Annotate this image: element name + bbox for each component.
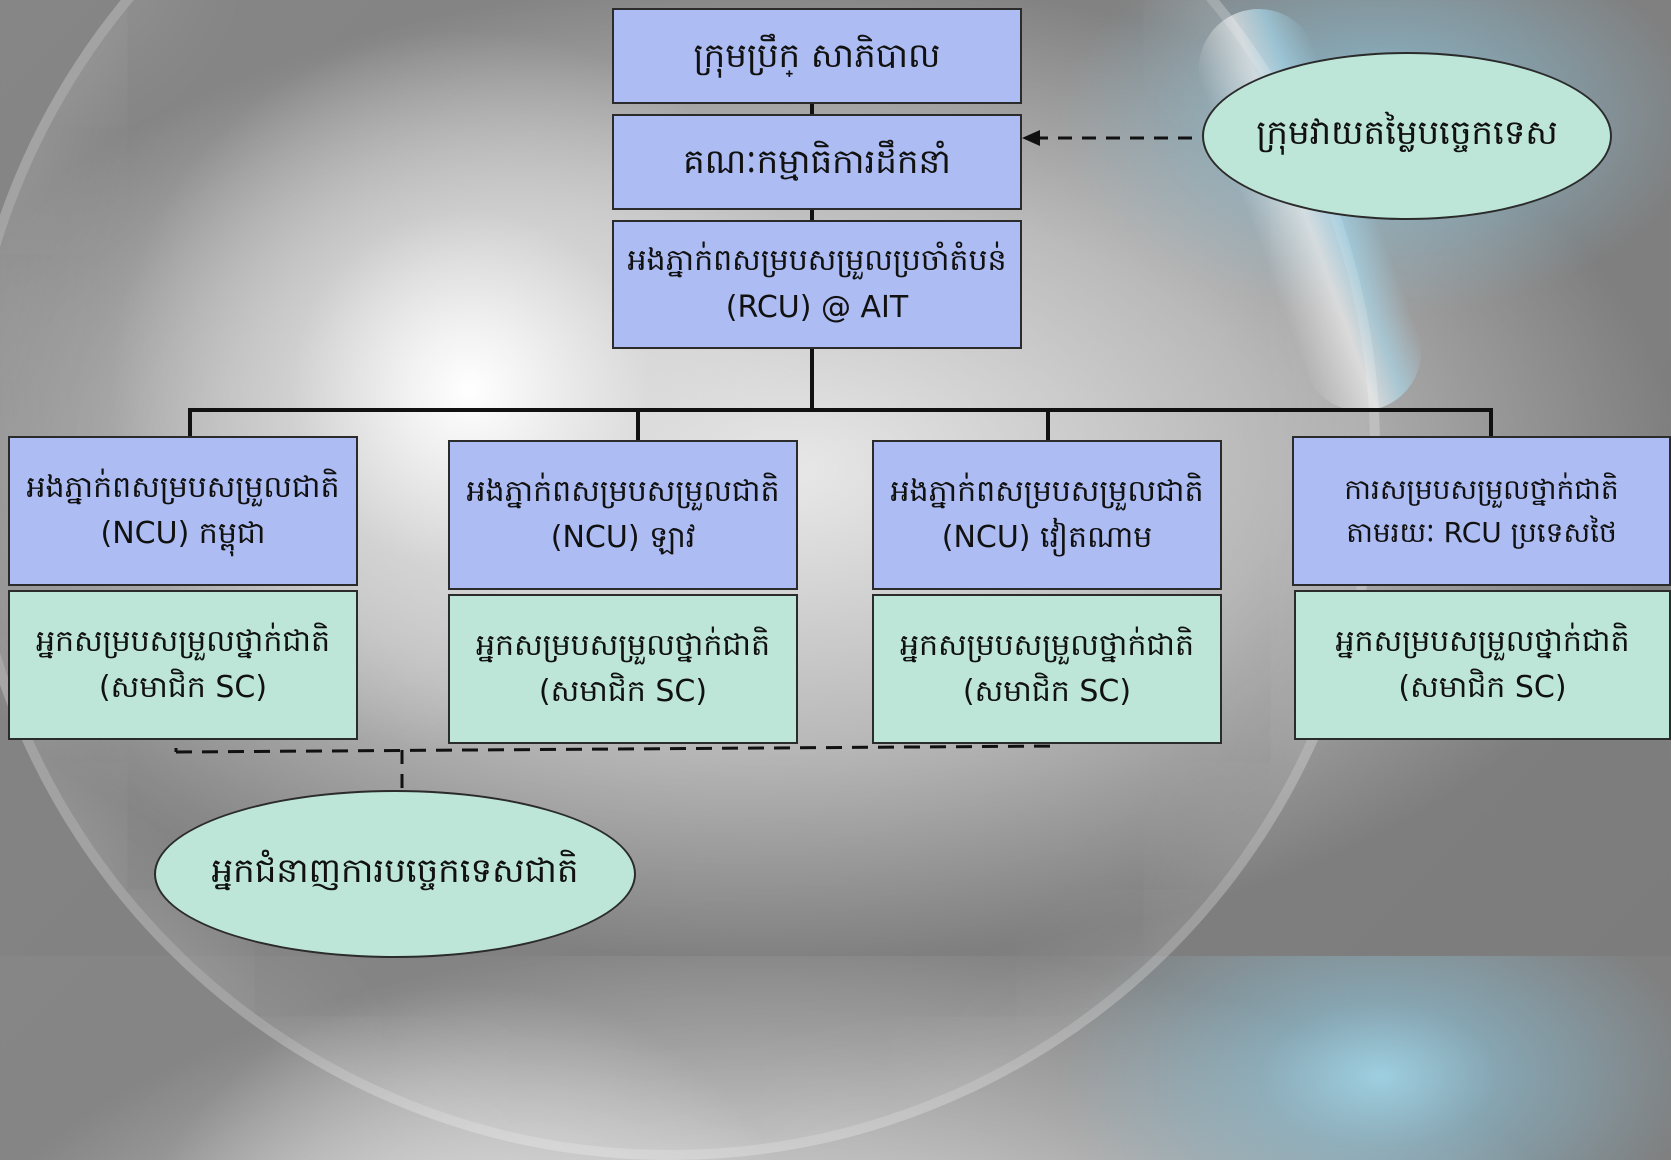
coordinator-box-1: អ្នកសម្របសម្រួលថ្នាក់ជាតិ (សមាជិក SC) [8, 590, 358, 740]
coordinator-box-2: អ្នកសម្របសម្រួលថ្នាក់ជាតិ (សមាជិក SC) [448, 594, 798, 744]
coordinator-1-line2: (សមាជិក SC) [98, 670, 268, 705]
ncu-4-line1: ការសម្របសម្រួលថ្នាក់ជាតិ [1344, 472, 1619, 506]
ncu-3-line2: (NCU) វៀតណាម [941, 520, 1153, 555]
steering-committee-label: គណៈកម្មាធិការដឹកនាំ [683, 141, 951, 182]
coordinator-3-line1: អ្នកសម្របសម្រួលថ្នាក់ជាតិ [900, 627, 1194, 663]
coordinator-4-line1: អ្នកសម្របសម្រួលថ្នាក់ជាតិ [1335, 623, 1630, 659]
coordinator-4-line2: (សមាជិក SC) [1398, 670, 1567, 705]
coordinator-box-4: អ្នកសម្របសម្រួលថ្នាក់ជាតិ (សមាជិក SC) [1294, 590, 1671, 740]
technical-reviewers-label: ក្រុមវាយតម្លៃបច្ចេកទេស [1256, 113, 1558, 153]
arrow-head-icon [1022, 130, 1040, 146]
ncu-1-line2: (NCU) កម្ពុជា [100, 516, 266, 551]
ncu-4-line2: តាមរយៈ RCU ប្រទេសថៃ [1346, 516, 1617, 549]
rcu-label-line2: (RCU) @ AIT [725, 289, 909, 325]
coordinator-box-3: អ្នកសម្របសម្រួលថ្នាក់ជាតិ (សមាជិក SC) [872, 594, 1222, 744]
ncu-1-line1: អងភ្នាក់ពសម្របសម្រួលជាតិ [26, 469, 340, 505]
national-experts-label: អ្នកជំនាញការបច្ចេកទេសជាតិ [211, 851, 579, 891]
coordinator-2-line1: អ្នកសម្របសម្រួលថ្នាក់ជាតិ [476, 627, 770, 663]
rcu-label-line1: អងភ្នាក់ពសម្របសម្រួលប្រចាំតំបន់ [627, 243, 1007, 278]
ncu-box-2: អងភ្នាក់ពសម្របសម្រួលជាតិ (NCU) ឡាវ [448, 440, 798, 590]
technical-reviewers-oval: ក្រុមវាយតម្លៃបច្ចេកទេស [1202, 52, 1612, 220]
board-box: ក្រុមប្រឹក្ សាភិបាល [612, 8, 1022, 104]
rcu-box: អងភ្នាក់ពសម្របសម្រួលប្រចាំតំបន់ (RCU) @ … [612, 220, 1022, 349]
ncu-box-1: អងភ្នាក់ពសម្របសម្រួលជាតិ (NCU) កម្ពុជា [8, 436, 358, 586]
ncu-3-line1: អងភ្នាក់ពសម្របសម្រួលជាតិ [890, 473, 1204, 509]
steering-committee-box: គណៈកម្មាធិការដឹកនាំ [612, 114, 1022, 210]
national-experts-oval: អ្នកជំនាញការបច្ចេកទេសជាតិ [154, 790, 636, 958]
board-label: ក្រុមប្រឹក្ សាភិបាល [693, 35, 941, 76]
ncu-2-line1: អងភ្នាក់ពសម្របសម្រួលជាតិ [466, 473, 780, 509]
dashed-link-horizontal [175, 744, 1061, 754]
ncu-box-3: អងភ្នាក់ពសម្របសម្រួលជាតិ (NCU) វៀតណាម [872, 440, 1222, 590]
ncu-box-4: ការសម្របសម្រួលថ្នាក់ជាតិ តាមរយៈ RCU ប្រទ… [1292, 436, 1671, 586]
coordinator-1-line1: អ្នកសម្របសម្រួលថ្នាក់ជាតិ [36, 623, 330, 659]
ncu-2-line2: (NCU) ឡាវ [550, 520, 696, 555]
coordinator-3-line2: (សមាជិក SC) [962, 674, 1132, 709]
coordinator-2-line2: (សមាជិក SC) [538, 674, 708, 709]
